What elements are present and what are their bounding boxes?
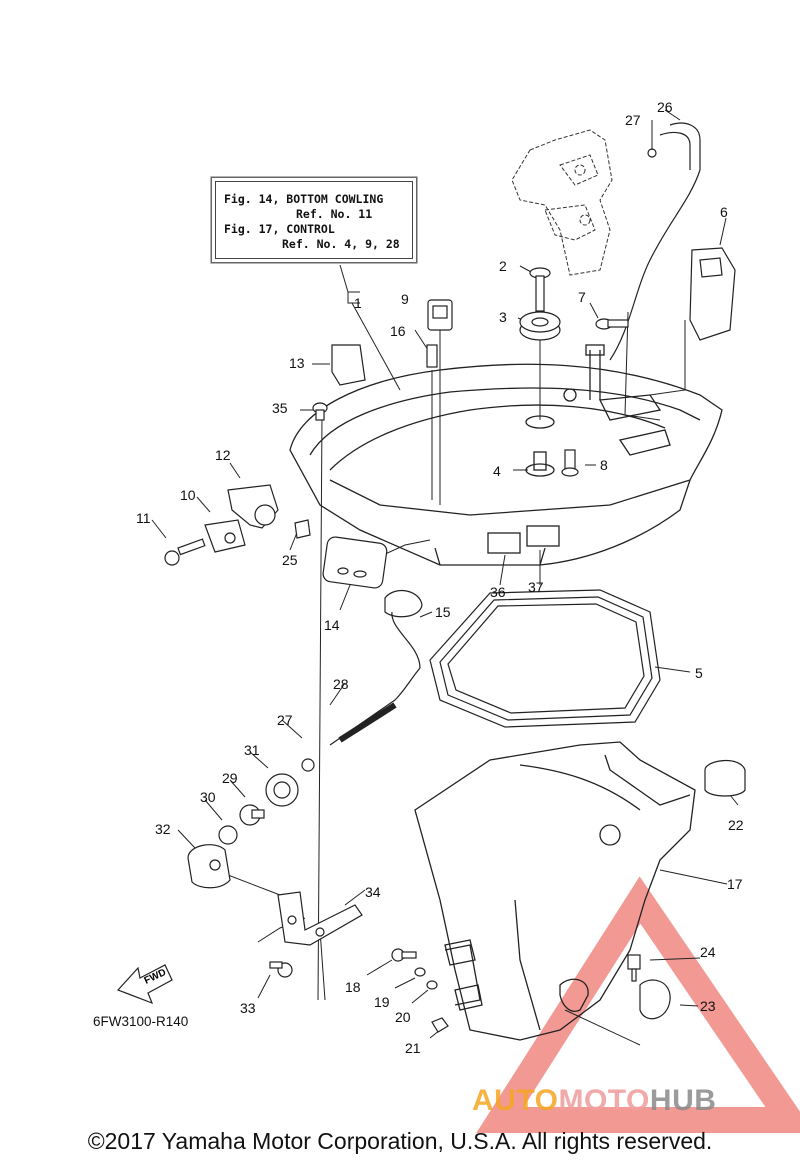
callout-33: 33 [240,1000,256,1016]
callout-23: 23 [700,998,716,1014]
callout-18: 18 [345,979,361,995]
bottom-cowling [289,344,723,566]
callout-12: 12 [215,447,231,463]
callout-21: 21 [405,1040,421,1056]
callout-3: 3 [499,309,507,325]
callout-9: 9 [401,291,409,307]
callout-30: 30 [200,789,216,805]
callout-22: 22 [728,817,744,833]
diagram-code: 6FW3100-R140 [93,1014,189,1029]
ref-line-1: Fig. 14, BOTTOM COWLING [224,192,384,206]
callout-2: 2 [499,258,507,274]
callout-7: 7 [578,289,586,305]
watermark-text: AUTOMOTOHUB [472,1084,716,1118]
callout-8: 8 [600,457,608,473]
ref-line-2: Ref. No. 11 [296,207,373,221]
callout-20: 20 [395,1009,411,1025]
callout-34: 34 [365,884,381,900]
watermark-moto: MOTO [558,1084,650,1117]
callout-26: 26 [657,99,673,115]
callout-31: 31 [244,742,260,758]
callout-37: 37 [528,579,544,595]
callout-13: 13 [289,355,305,371]
copyright-footer: ©2017 Yamaha Motor Corporation, U.S.A. A… [87,1128,713,1154]
gasket-5 [429,589,661,728]
fwd-arrow: FWD [116,964,173,1005]
callout-28: 28 [333,676,349,692]
callout-1: 1 [354,295,362,311]
callout-24: 24 [700,944,716,960]
ref-line-3: Fig. 17, CONTROL [224,222,335,236]
callout-27b: 27 [277,712,293,728]
callout-36: 36 [490,584,506,600]
reference-box: Fig. 14, BOTTOM COWLING Ref. No. 11 Fig.… [215,181,413,259]
watermark-hub: HUB [649,1084,717,1117]
small-parts [164,247,746,1033]
callout-19: 19 [374,994,390,1010]
callout-27a: 27 [625,112,641,128]
lower-cover-17 [414,741,696,1041]
ref-line-4: Ref. No. 4, 9, 28 [282,237,400,251]
callout-10: 10 [180,487,196,503]
callout-6: 6 [720,204,728,220]
engine-block-outline [511,129,613,276]
callout-25: 25 [282,552,298,568]
watermark-auto: AUTO [472,1084,559,1117]
callout-11: 11 [136,510,151,526]
callout-32: 32 [155,821,171,837]
callout-17: 17 [727,876,743,892]
callout-35: 35 [272,400,288,416]
callout-16: 16 [390,323,406,339]
callout-labels: 1 2 3 4 5 6 7 8 9 10 11 12 13 14 15 16 1… [136,99,744,1056]
hose-26 [609,122,701,361]
callout-29: 29 [222,770,238,786]
callout-15: 15 [435,604,451,620]
callout-14: 14 [324,617,340,633]
callout-5: 5 [695,665,703,681]
callout-4: 4 [493,463,501,479]
